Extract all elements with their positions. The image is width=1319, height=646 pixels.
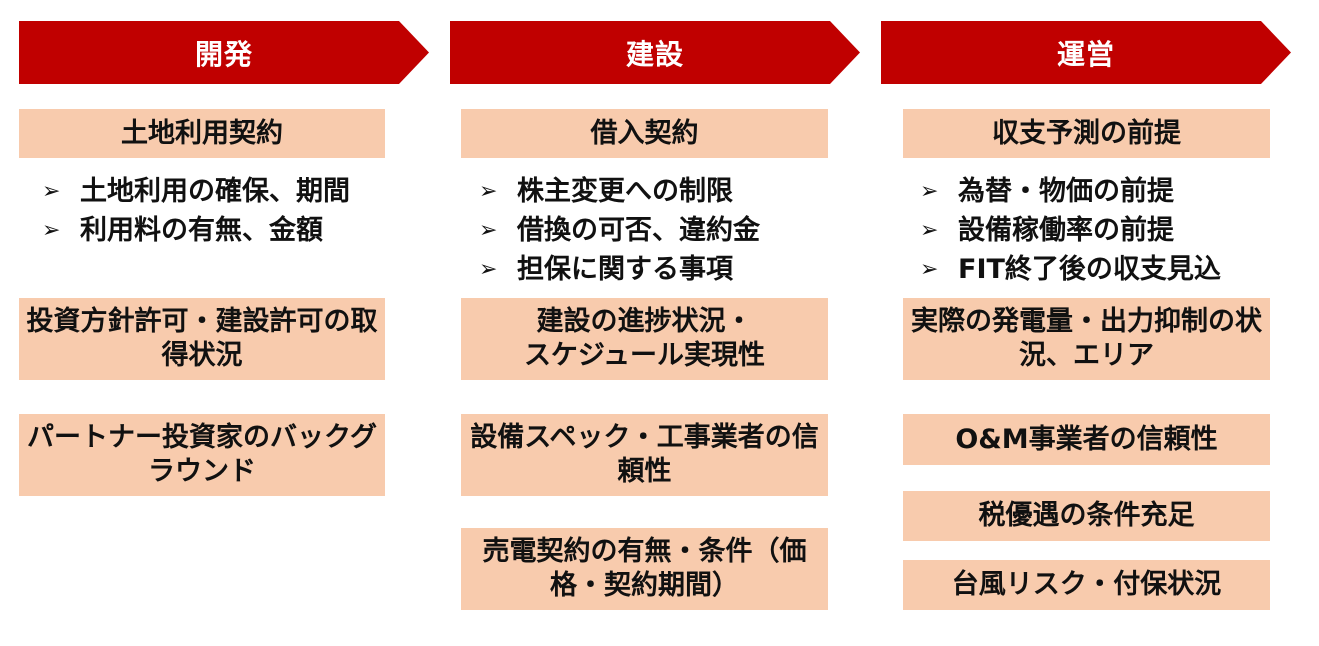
box-typhoon-risk: 台風リスク・付保状況 (903, 560, 1270, 610)
arrowhead-bullet-icon: ➢ (479, 179, 498, 204)
arrowhead-bullet-icon: ➢ (42, 218, 61, 244)
list-item: ➢利用料の有無、金額 (38, 211, 383, 250)
phase-label: 建設 (625, 37, 684, 71)
arrowhead-bullet-icon: ➢ (920, 257, 939, 283)
box-land-use-contract: 土地利用契約 (19, 109, 385, 158)
phase-label: 運営 (1056, 37, 1115, 71)
box-actual-generation: 実際の発電量・出力抑制の状況、エリア (903, 298, 1270, 380)
box-forecast-assumption: 収支予測の前提 (903, 109, 1270, 158)
box-loan-contract: 借入契約 (461, 109, 828, 158)
list-item: ➢株主変更への制限 (475, 172, 825, 211)
box-tax-incentive: 税優遇の条件充足 (903, 491, 1270, 541)
box-construction-progress: 建設の進捗状況・ スケジュール実現性 (461, 298, 828, 380)
phase-construction: 建設 (450, 21, 860, 84)
list-item: ➢FIT終了後の収支見込 (916, 250, 1276, 289)
arrowhead-bullet-icon: ➢ (479, 218, 498, 244)
list-item: ➢為替・物価の前提 (916, 172, 1276, 211)
list-item: ➢担保に関する事項 (475, 250, 825, 289)
box-partner-investor: パートナー投資家のバックグラウンド (19, 414, 385, 496)
list-item: ➢土地利用の確保、期間 (38, 172, 383, 211)
arrowhead-bullet-icon: ➢ (920, 179, 939, 204)
phase-development: 開発 (19, 21, 429, 84)
box-om-operator: O&M事業者の信頼性 (903, 414, 1270, 465)
list-item: ➢設備稼働率の前提 (916, 211, 1276, 250)
box-equipment-spec: 設備スペック・工事業者の信頼性 (461, 414, 828, 496)
bullet-list-development: ➢土地利用の確保、期間 ➢利用料の有無、金額 (38, 172, 383, 250)
box-power-sale-contract: 売電契約の有無・条件（価格・契約期間） (461, 528, 828, 610)
arrowhead-bullet-icon: ➢ (479, 257, 498, 283)
box-investment-permit: 投資方針許可・建設許可の取得状況 (19, 298, 385, 380)
phase-operation: 運営 (881, 21, 1291, 84)
arrowhead-bullet-icon: ➢ (920, 218, 939, 244)
bullet-list-operation: ➢為替・物価の前提 ➢設備稼働率の前提 ➢FIT終了後の収支見込 (916, 172, 1276, 289)
list-item: ➢借換の可否、違約金 (475, 211, 825, 250)
phase-label: 開発 (194, 37, 253, 71)
arrowhead-bullet-icon: ➢ (42, 179, 61, 204)
bullet-list-construction: ➢株主変更への制限 ➢借換の可否、違約金 ➢担保に関する事項 (475, 172, 825, 289)
